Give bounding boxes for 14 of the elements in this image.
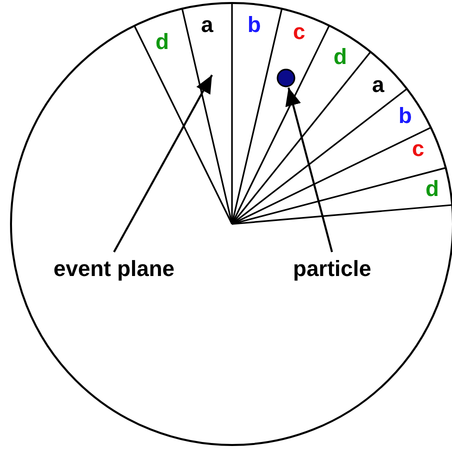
- sector-label: d: [426, 178, 439, 200]
- sector-label: d: [334, 46, 347, 68]
- sector-label: a: [372, 74, 384, 96]
- sector-label: d: [156, 31, 169, 53]
- particle-dot: [276, 68, 296, 88]
- arrow: [285, 87, 333, 252]
- callout-text: event plane: [54, 258, 175, 280]
- arrow: [113, 74, 213, 252]
- sector-label: b: [248, 14, 261, 36]
- sector-label: b: [398, 105, 412, 127]
- sector-label: c: [293, 21, 306, 43]
- sector-label: a: [201, 14, 214, 36]
- sector-label: c: [412, 138, 424, 160]
- callout-text: particle: [293, 258, 372, 280]
